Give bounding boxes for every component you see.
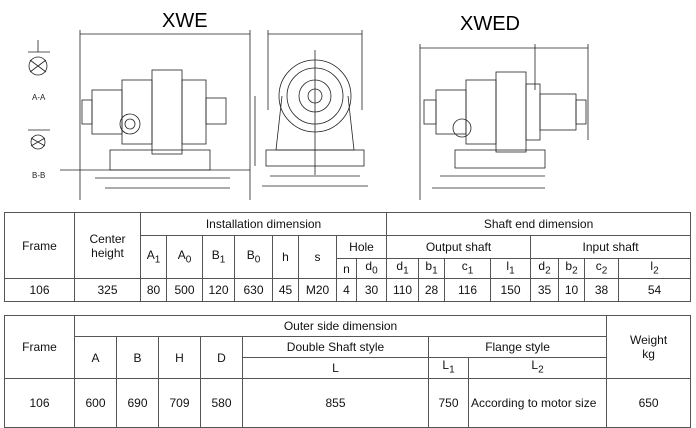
col-A: A <box>74 336 117 379</box>
col-l2: l2 <box>618 257 692 280</box>
col-B: B <box>116 336 159 379</box>
technical-drawing: XWE XWED A-A B-B <box>28 10 589 200</box>
cell-d2: 35 <box>530 278 560 303</box>
cell-s: M20 <box>298 278 337 303</box>
table-row: 106 325 80 500 120 630 45 M20 4 30 110 2… <box>4 278 692 303</box>
cell-c2: 38 <box>584 278 620 303</box>
col-c2: c2 <box>584 257 620 280</box>
section-a-drawing <box>28 40 50 76</box>
cell-D: 580 <box>200 378 243 428</box>
col-b1-shaft: b1 <box>418 257 446 280</box>
input-shaft-header: Input shaft <box>530 235 692 259</box>
drawing-title-xwed: XWED <box>460 13 520 35</box>
xwe-side-view <box>60 30 251 200</box>
cell-n: 4 <box>336 278 357 303</box>
col-d0: d0 <box>355 257 388 280</box>
cell-b1-shaft: 28 <box>418 278 446 303</box>
col-s: s <box>298 234 337 280</box>
cell-a0: 500 <box>166 278 203 303</box>
cell-l2: 54 <box>618 278 692 303</box>
cell-A: 600 <box>74 378 117 428</box>
outer-side-dimension-header: Outer side dimension <box>73 315 608 337</box>
frame-header: Frame <box>4 211 75 280</box>
front-view <box>254 30 368 187</box>
section-b-label: B-B <box>32 171 45 180</box>
cell-L2: According to motor size <box>467 378 608 428</box>
flange-style-header: Flange style <box>427 336 608 358</box>
col-a1: A1 <box>140 234 167 280</box>
col-D: D <box>200 336 243 379</box>
cell-b1: 120 <box>202 278 235 303</box>
frame-header-2: Frame <box>4 315 75 379</box>
cell-weight: 650 <box>606 378 692 428</box>
section-a-label: A-A <box>32 93 46 102</box>
shaft-end-dimension-header: Shaft end dimension <box>386 212 692 236</box>
cell-L: 855 <box>242 378 429 428</box>
col-a0: A0 <box>166 234 203 280</box>
cell-L1: 750 <box>428 378 469 428</box>
col-b1: B1 <box>202 234 235 280</box>
hole-header: Hole <box>335 235 388 259</box>
cell-frame-2: 106 <box>4 378 75 428</box>
cell-d1: 110 <box>386 278 420 303</box>
col-b2: b2 <box>558 257 586 280</box>
col-c1: c1 <box>444 257 492 280</box>
cell-l1: 150 <box>490 278 532 303</box>
col-n: n <box>336 257 357 280</box>
center-height-header: Center height <box>74 211 141 280</box>
col-h: h <box>272 234 299 280</box>
output-shaft-header: Output shaft <box>386 235 532 259</box>
col-H: H <box>158 336 201 379</box>
cell-H: 709 <box>158 378 201 428</box>
cell-frame: 106 <box>4 278 75 303</box>
cell-d0: 30 <box>355 278 388 303</box>
cell-b2: 10 <box>558 278 586 303</box>
double-shaft-style-header: Double Shaft style <box>242 336 429 358</box>
cell-b0: 630 <box>234 278 273 303</box>
xwed-side-view <box>419 44 589 200</box>
col-b0: B0 <box>234 234 273 280</box>
col-l1: l1 <box>490 257 532 280</box>
cell-h: 45 <box>272 278 299 303</box>
drawing-title-xwe: XWE <box>162 10 208 32</box>
cell-a1: 80 <box>140 278 167 303</box>
weight-unit: kg <box>642 347 655 361</box>
col-L: L <box>242 357 429 379</box>
installation-shaft-table: Frame Center height Installation dimensi… <box>4 211 692 303</box>
cell-B: 690 <box>116 378 159 428</box>
col-d2: d2 <box>530 257 560 280</box>
col-d1: d1 <box>386 257 420 280</box>
col-L1: L1 <box>428 357 469 379</box>
col-L2: L2 <box>467 357 608 379</box>
installation-dimension-header: Installation dimension <box>139 212 388 236</box>
cell-c1: 116 <box>444 278 492 303</box>
section-b-drawing <box>28 129 50 150</box>
table-row: 106 600 690 709 580 855 750 According to… <box>4 378 692 428</box>
cell-center-height: 325 <box>74 278 141 303</box>
